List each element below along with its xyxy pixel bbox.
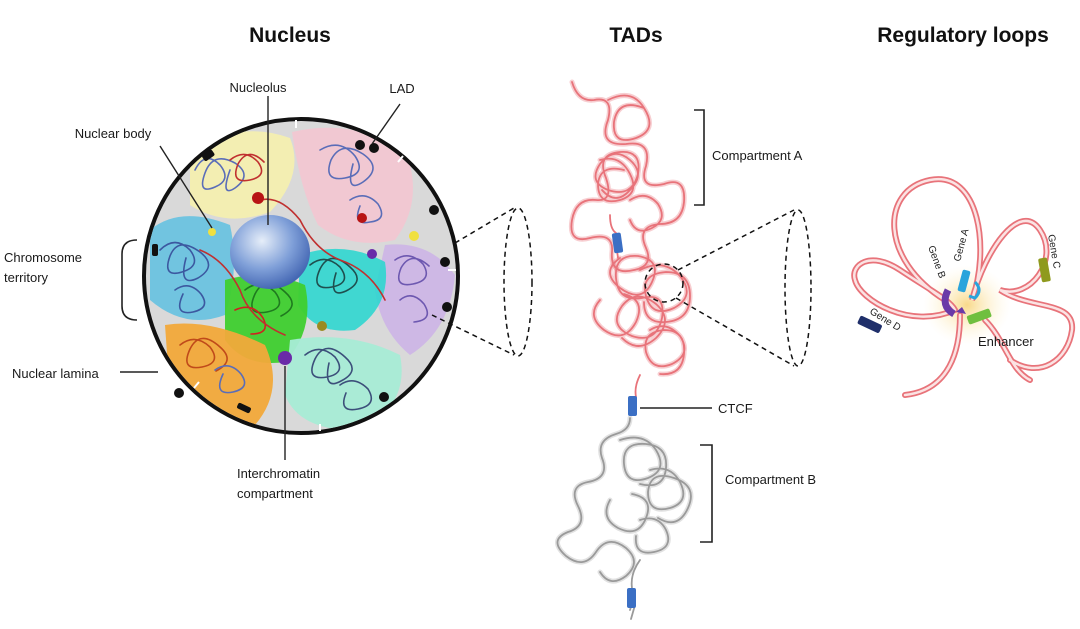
- tad-b-chromatin: [556, 417, 692, 620]
- nuclear-body-purple-2: [278, 351, 292, 365]
- compartment-a-bracket: [694, 109, 705, 206]
- zoom-cone-tads: [644, 209, 812, 367]
- compartment-a-label: Compartment A: [712, 148, 803, 163]
- gene-c-block: [1038, 257, 1051, 283]
- nuclear-body-red-2: [357, 213, 367, 223]
- ctcf-block-2: [628, 396, 637, 416]
- nuclear-lamina-label: Nuclear lamina: [12, 366, 99, 381]
- nuclear-body-yellow: [409, 231, 419, 241]
- interchromatin-label: Interchromatin: [237, 466, 320, 481]
- territory-blue: [150, 216, 234, 320]
- nucleus-panel: Nucleolus LAD Nuclear body Chromosome te…: [4, 80, 533, 501]
- compartment-b-label: Compartment B: [725, 472, 816, 487]
- gene-a-block: [957, 269, 971, 293]
- ctcf-block-1: [611, 232, 624, 254]
- tads-panel: Compartment A CTCF Compartment B: [555, 79, 816, 620]
- tad-a-halo: [568, 79, 687, 274]
- lad-label: LAD: [389, 81, 414, 96]
- gene-a-arrow: [968, 280, 981, 300]
- chromosome-label: Chromosome: [4, 250, 82, 265]
- nuclear-body-olive: [317, 321, 327, 331]
- chromatin-fibers: [159, 144, 430, 411]
- nucleolus-label: Nucleolus: [229, 80, 287, 95]
- territory-lavender: [375, 244, 455, 355]
- nucleolus-shape: [230, 215, 310, 289]
- gene-b-label: Gene B: [925, 244, 947, 280]
- enhancer-block: [966, 308, 992, 325]
- nuclear-body-yellow-2: [208, 228, 216, 236]
- tad-a-chromatin: [570, 81, 686, 273]
- gene-a-label: Gene A: [952, 227, 971, 262]
- regulatory-loops-panel: Gene A Gene B Gene C Gene D Enhancer: [851, 176, 1076, 398]
- lamina-marks: [193, 120, 456, 431]
- tad-b-halo: [555, 415, 694, 584]
- ctcf-block-3: [627, 588, 636, 608]
- gene-b-arrow: [956, 307, 966, 314]
- nucleus-title: Nucleus: [249, 24, 331, 47]
- loop-fiber: [851, 176, 1076, 398]
- compartment-label: compartment: [237, 486, 313, 501]
- nuclear-body-leader: [159, 145, 213, 229]
- zoom-cone-nucleus: [431, 207, 533, 357]
- regulatory-loops-title: Regulatory loops: [877, 24, 1049, 47]
- lad-dots: [152, 140, 452, 414]
- compartment-b-bracket: [700, 444, 713, 543]
- nuclear-body-label: Nuclear body: [75, 126, 152, 141]
- territory-label: territory: [4, 270, 49, 285]
- gene-b-block: [941, 288, 956, 318]
- enhancer-label: Enhancer: [978, 334, 1034, 349]
- chromosome-territory-bracket: [121, 239, 138, 321]
- nuclear-body-purple: [367, 249, 377, 259]
- nuclear-body-red: [252, 192, 264, 204]
- tad-middle-chromatin: [593, 255, 691, 398]
- ctcf-label: CTCF: [718, 401, 753, 416]
- gene-d-block: [857, 315, 882, 333]
- tads-title: TADs: [609, 24, 662, 47]
- lad-leader: [371, 103, 401, 145]
